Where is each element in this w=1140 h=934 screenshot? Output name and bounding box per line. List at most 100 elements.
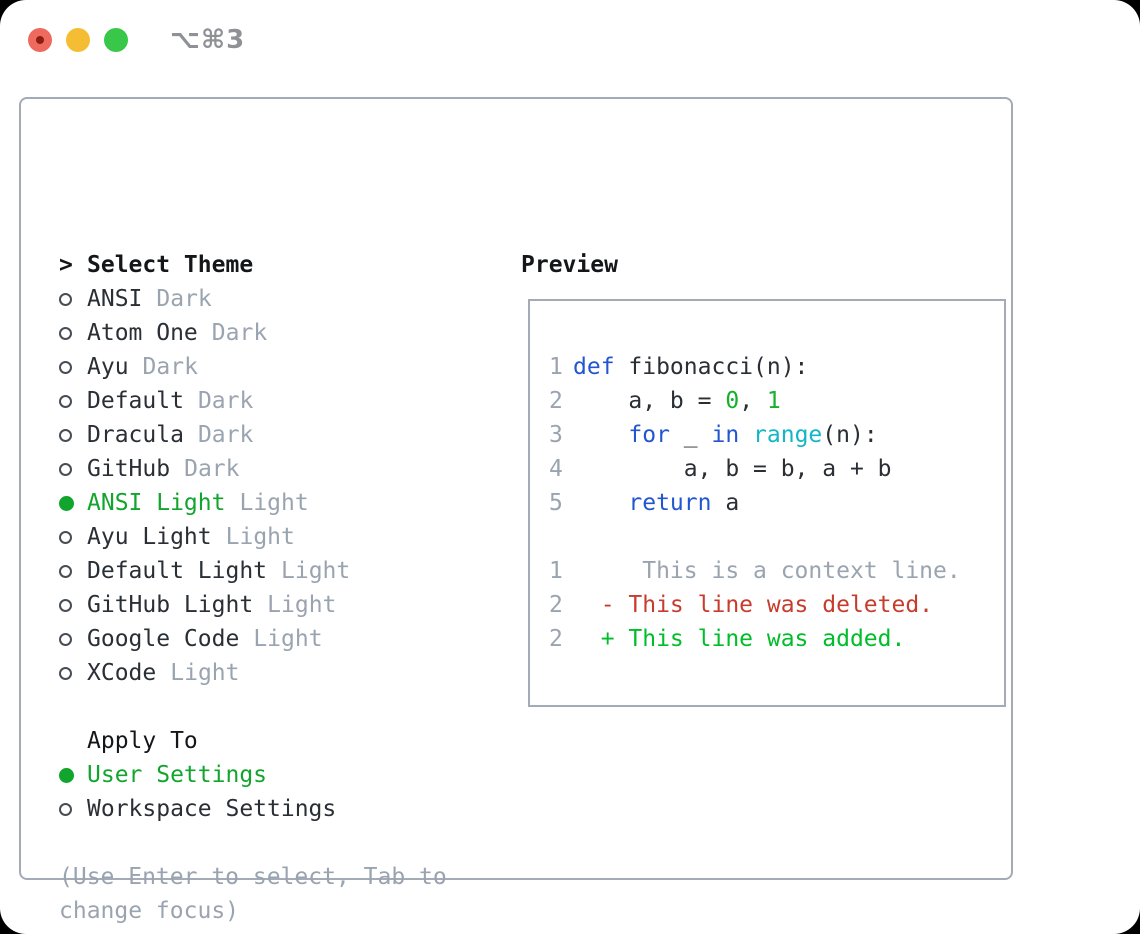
token: return xyxy=(628,490,712,516)
theme-option-default[interactable]: Default Dark xyxy=(59,384,489,418)
token: 0 xyxy=(725,388,740,414)
line-number: 1 xyxy=(549,354,563,380)
token: def xyxy=(573,354,615,380)
radio-dot xyxy=(59,360,72,374)
radio-dot xyxy=(59,802,72,816)
variant-label: Light xyxy=(170,660,240,686)
apply-to-title: Apply To xyxy=(87,728,198,754)
option-label: Google Code xyxy=(87,626,240,652)
variant-label: Dark xyxy=(142,354,198,380)
variant-label: Light xyxy=(225,524,295,550)
keyboard-hint: (Use Enter to select, Tab to change focu… xyxy=(59,864,447,924)
variant-label: Dark xyxy=(197,388,254,414)
option-label: Default xyxy=(87,388,184,414)
radio-dot xyxy=(59,666,72,680)
theme-option-atom-one[interactable]: Atom One Dark xyxy=(59,316,489,350)
theme-option-google-code[interactable]: Google Code Light xyxy=(59,622,489,656)
theme-option-xcode[interactable]: XCode Light xyxy=(59,656,489,690)
option-label: GitHub xyxy=(87,456,171,482)
option-label: Default Light xyxy=(87,558,268,584)
diff-text: This is a context line. xyxy=(573,558,961,584)
radio-dot xyxy=(59,495,74,511)
radio-dot xyxy=(59,428,72,442)
radio-icon xyxy=(59,326,87,340)
variant-label: Dark xyxy=(211,320,268,346)
radio-dot xyxy=(59,564,72,578)
theme-option-ayu-light[interactable]: Ayu Light Light xyxy=(59,520,489,554)
variant-label: Dark xyxy=(156,286,212,312)
variant-label: Light xyxy=(239,490,309,516)
code-text: return a xyxy=(573,486,739,520)
minimize-button[interactable] xyxy=(66,28,90,52)
apply-to-header: Apply To xyxy=(59,724,489,758)
diff-line-context: 1 This is a context line. xyxy=(549,554,1004,588)
radio-dot xyxy=(59,767,74,783)
option-label: Ayu Light xyxy=(87,524,212,550)
token xyxy=(573,422,628,448)
focus-prompt-icon: > xyxy=(59,252,73,278)
hint-gap xyxy=(59,826,489,860)
line-number: 1 xyxy=(549,558,563,584)
line-number: 4 xyxy=(549,456,563,482)
list-gap xyxy=(59,690,489,724)
token: in xyxy=(711,422,740,448)
radio-dot xyxy=(59,394,72,408)
radio-icon xyxy=(59,666,87,680)
line-number: 2 xyxy=(549,626,563,652)
apply-option-workspace-settings[interactable]: Workspace Settings xyxy=(59,792,489,826)
diff-block: 1 This is a context line.2 - This line w… xyxy=(549,554,1004,656)
token xyxy=(739,422,753,448)
line-number: 3 xyxy=(549,422,563,448)
option-label: ANSI xyxy=(87,286,143,312)
radio-icon xyxy=(59,360,87,374)
close-button[interactable] xyxy=(28,28,52,52)
option-label: Atom One xyxy=(87,320,198,346)
preview-gap xyxy=(549,520,1004,554)
option-label: XCode xyxy=(87,660,157,686)
code-line: 4 a, b = b, a + b xyxy=(549,452,1004,486)
radio-selected-icon xyxy=(59,767,87,783)
radio-icon xyxy=(59,802,87,816)
token: (n): xyxy=(822,422,878,448)
token: fibonacci(n): xyxy=(614,354,809,380)
code-line: 2 a, b = 0, 1 xyxy=(549,384,1004,418)
token: _ xyxy=(669,422,712,448)
line-number: 2 xyxy=(549,388,563,414)
theme-option-ansi[interactable]: ANSI Dark xyxy=(59,282,489,316)
zoom-button[interactable] xyxy=(104,28,128,52)
token: , xyxy=(739,388,767,414)
token xyxy=(573,490,628,516)
token: 1 xyxy=(766,388,781,414)
radio-icon xyxy=(59,564,87,578)
radio-icon xyxy=(59,428,87,442)
token: range xyxy=(753,422,823,448)
option-label: Workspace Settings xyxy=(87,796,337,822)
code-line: 5 return a xyxy=(549,486,1004,520)
line-number: 5 xyxy=(549,490,563,516)
line-number: 2 xyxy=(549,592,563,618)
diff-line-deleted: 2 - This line was deleted. xyxy=(549,588,1004,622)
apply-option-user-settings[interactable]: User Settings xyxy=(59,758,489,792)
radio-icon xyxy=(59,530,87,544)
radio-icon xyxy=(59,292,87,306)
radio-dot xyxy=(59,530,72,544)
code-text: def fibonacci(n): xyxy=(573,350,808,384)
variant-label: Light xyxy=(267,592,337,618)
radio-icon xyxy=(59,394,87,408)
option-label: User Settings xyxy=(87,762,268,788)
variant-label: Light xyxy=(253,626,323,652)
radio-icon xyxy=(59,462,87,476)
preview-title: Preview xyxy=(521,252,618,278)
code-text: for _ in range(n): xyxy=(573,418,878,452)
